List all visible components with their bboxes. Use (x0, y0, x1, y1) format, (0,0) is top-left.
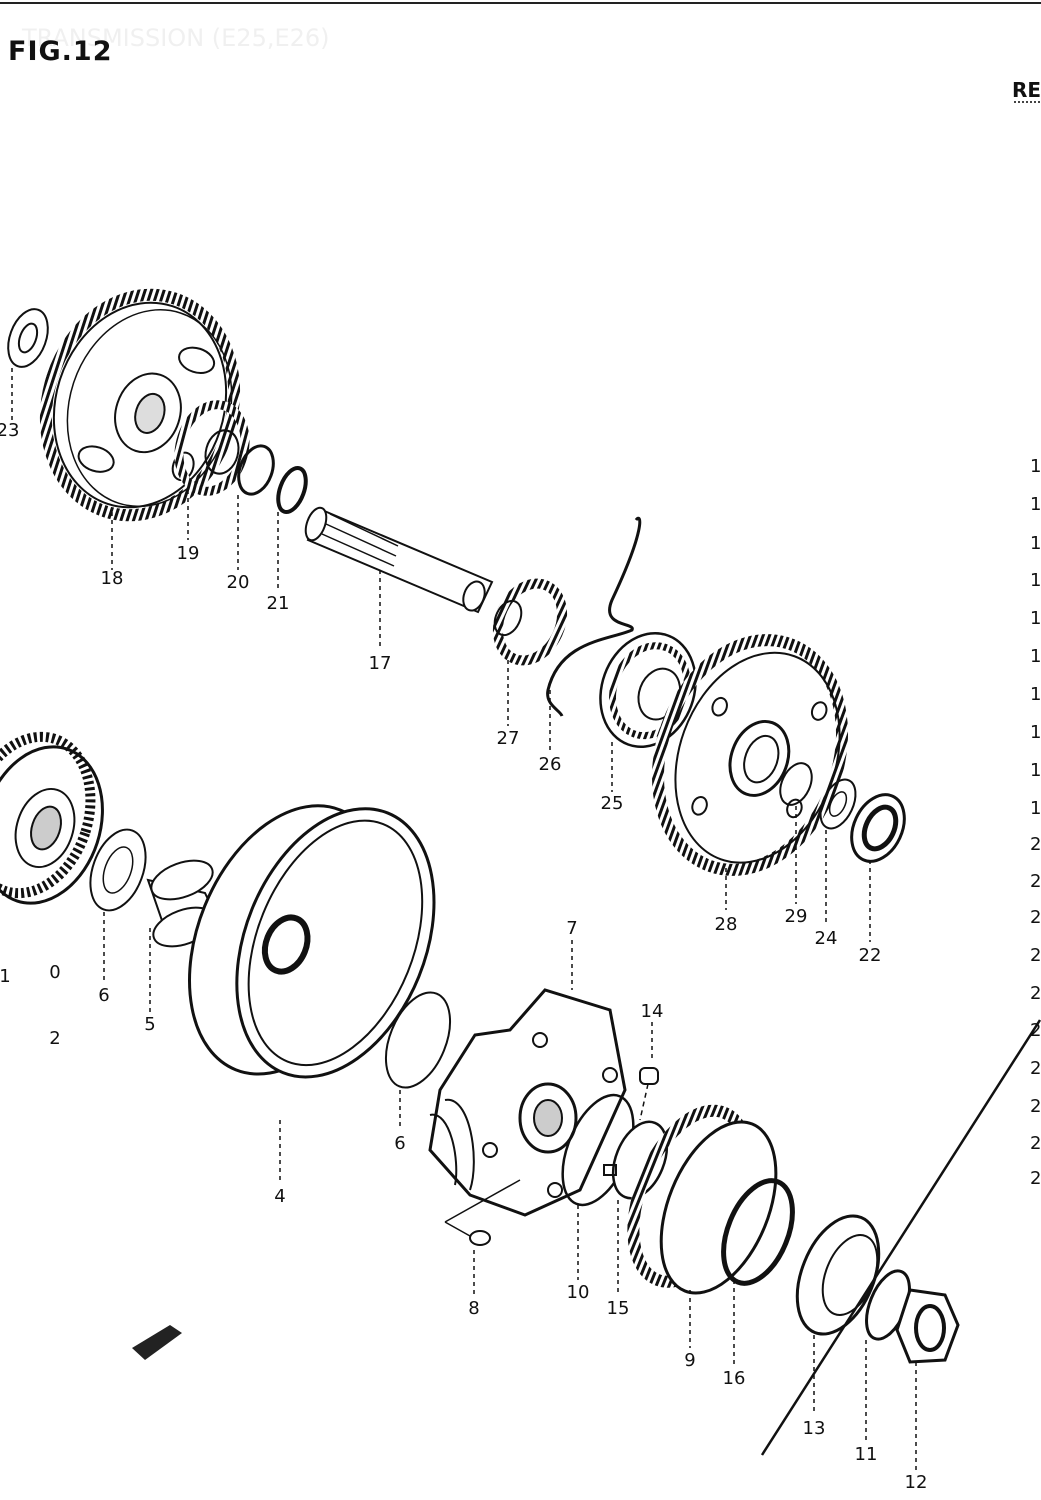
top-border-line (0, 2, 1041, 4)
part-14-plug (639, 1067, 659, 1121)
ref-column-header: RE (1012, 78, 1041, 102)
callout-15: 15 (606, 1298, 630, 1319)
part-27-pinion-gear (492, 578, 568, 666)
callout-11: 11 (854, 1444, 878, 1465)
part-6-washer-left (89, 828, 147, 912)
part-8-pin (444, 1179, 521, 1246)
edge-ref-number: 1 (1030, 646, 1041, 667)
part-18-large-gear (39, 288, 241, 522)
part-12-nut (895, 1288, 960, 1364)
part-5-bushing (146, 859, 220, 948)
callout-23: 23 (0, 420, 20, 441)
leader-lines (11, 368, 917, 1470)
callout-2-mark: 0 (49, 962, 61, 983)
edge-ref-number: 2 (1030, 1058, 1041, 1079)
edge-ref-number: 2 (1030, 871, 1041, 892)
edge-ref-number: 2 (1030, 1168, 1041, 1189)
part-21-circlip (276, 466, 308, 514)
callout-7: 7 (566, 918, 578, 939)
edge-ref-number: 2 (1030, 945, 1041, 966)
callout-26: 26 (538, 754, 562, 775)
callout-22: 22 (858, 945, 882, 966)
reference-line (760, 1019, 1041, 1456)
part-26-spring (546, 516, 642, 717)
edge-ref-number: 1 (1030, 608, 1041, 629)
part-7-carrier (428, 988, 627, 1217)
figure-title: FIG.12 (8, 36, 113, 67)
part-6-washer-right (384, 991, 452, 1089)
callout-12: 12 (904, 1472, 928, 1493)
edge-ref-number: 1 (1030, 533, 1041, 554)
part-16-ring (721, 1178, 795, 1286)
callout-6-left: 6 (98, 985, 110, 1006)
callout-28: 28 (714, 914, 738, 935)
edge-ref-number: 2 (1030, 1133, 1041, 1154)
callout-18: 18 (100, 568, 124, 589)
part-9-gear (627, 1104, 778, 1295)
edge-ref-number: 1 (1030, 798, 1041, 819)
callout-1: 1 (0, 966, 11, 987)
callout-4: 4 (274, 1186, 286, 1207)
callout-2: 2 (49, 1028, 61, 1049)
callout-10: 10 (566, 1282, 590, 1303)
callout-24: 24 (814, 928, 838, 949)
callout-27: 27 (496, 728, 520, 749)
callout-14: 14 (640, 1001, 664, 1022)
edge-ref-number: 2 (1030, 1096, 1041, 1117)
part-22-bearing (850, 793, 906, 863)
edge-ref-number: 2 (1030, 834, 1041, 855)
callout-9: 9 (684, 1350, 696, 1371)
faint-figure-title: TRANSMISSION (E25,E26) (22, 24, 330, 52)
callout-20: 20 (226, 572, 250, 593)
callout-6-right: 6 (394, 1133, 406, 1154)
edge-ref-number: 1 (1030, 760, 1041, 781)
edge-ref-number: 2 (1030, 983, 1041, 1004)
part-19-small-gear (174, 400, 250, 496)
part-28-driven-gear (651, 634, 849, 876)
edge-ref-number: 2 (1030, 1020, 1041, 1041)
callout-21: 21 (266, 593, 290, 614)
part-20-ring (237, 444, 275, 496)
callout-8: 8 (468, 1298, 480, 1319)
part-1-bearing (0, 731, 104, 905)
callout-29: 29 (784, 906, 808, 927)
callout-5: 5 (144, 1014, 156, 1035)
part-15-sleeve (603, 1120, 669, 1200)
front-arrow-icon (132, 1325, 182, 1360)
part-29-washer (779, 762, 813, 806)
edge-ref-number: 2 (1030, 907, 1041, 928)
part-23-washer (7, 308, 49, 368)
callout-25: 25 (600, 793, 624, 814)
edge-ref-number: 1 (1030, 494, 1041, 515)
edge-ref-number: 1 (1030, 722, 1041, 743)
callout-19: 19 (176, 543, 200, 564)
ref-header-underline (1014, 99, 1040, 103)
edge-ref-number: 1 (1030, 570, 1041, 591)
part-24-washer (819, 778, 857, 830)
part-4-housing (188, 804, 436, 1079)
edge-ref-number: 1 (1030, 456, 1041, 477)
edge-ref-number: 1 (1030, 684, 1041, 705)
callout-13: 13 (802, 1418, 826, 1439)
callout-16: 16 (722, 1368, 746, 1389)
callout-17: 17 (368, 653, 392, 674)
part-17-shaft (304, 506, 494, 614)
